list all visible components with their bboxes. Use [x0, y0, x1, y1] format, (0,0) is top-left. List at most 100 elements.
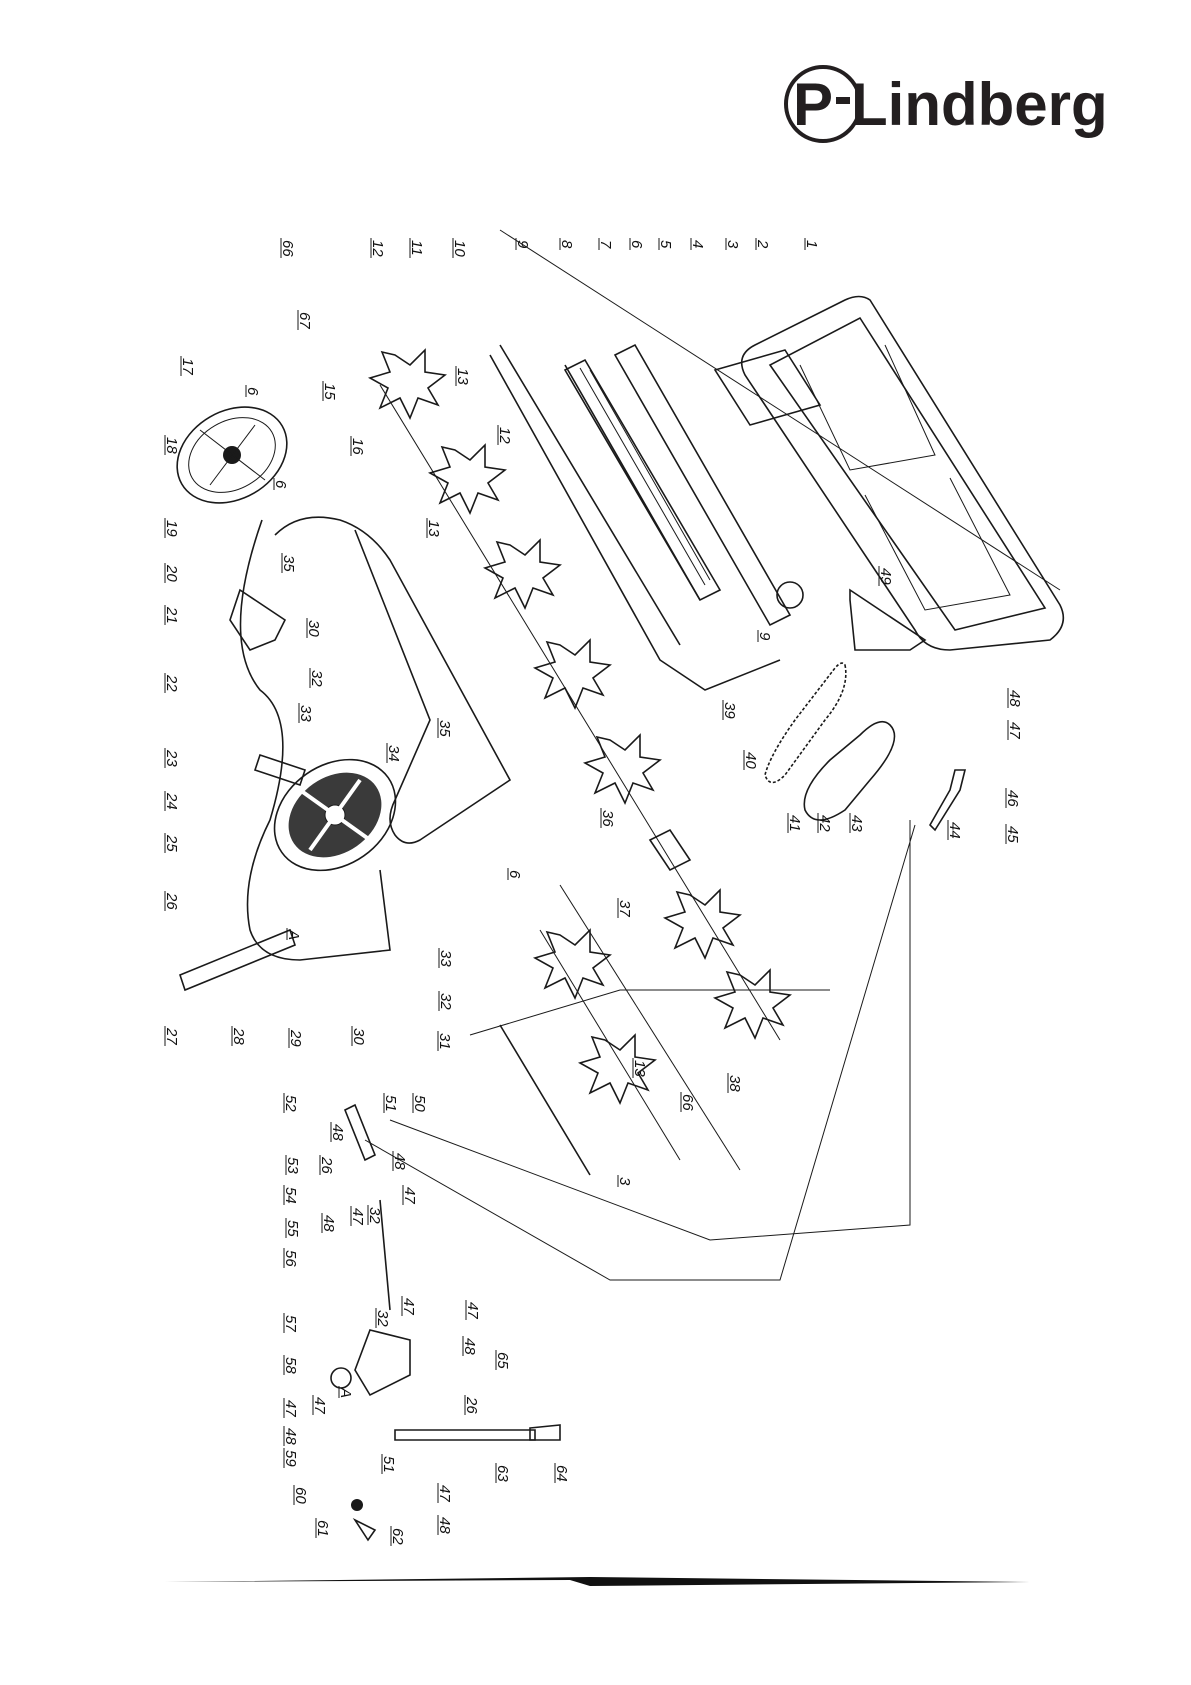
callout-label: 57 [282, 1315, 299, 1332]
callout-label: 27 [163, 1027, 180, 1045]
callout-label: 61 [314, 1520, 331, 1537]
rear-plate [850, 590, 925, 650]
callout-label: 7 [597, 240, 614, 249]
callout-label: 45 [1004, 826, 1021, 843]
callout-label: 13 [454, 368, 471, 385]
leader-lines [365, 230, 1060, 1280]
part-callouts: 1234567891011126667151316121317618619203… [163, 238, 1023, 1546]
callout-label: 3 [724, 240, 741, 249]
callout-label: 47 [464, 1302, 481, 1319]
callout-label: 34 [385, 745, 402, 762]
callout-label: 47 [400, 1298, 417, 1315]
callout-label: 58 [282, 1357, 299, 1374]
callout-label: 47 [436, 1485, 453, 1502]
callout-label: 23 [163, 749, 180, 767]
callout-label: 26 [163, 892, 180, 910]
callout-label: 55 [284, 1220, 301, 1237]
callout-label: 6 [272, 480, 289, 489]
callout-label: 51 [382, 1095, 399, 1112]
callout-label: 4 [689, 240, 706, 248]
callout-label: 64 [553, 1465, 570, 1482]
callout-label: 17 [179, 358, 196, 375]
callout-label: 42 [816, 815, 833, 832]
callout-label: 66 [279, 240, 296, 257]
callout-label: 1 [803, 240, 820, 248]
callout-label: 48 [461, 1338, 478, 1355]
callout-label: 47 [282, 1400, 299, 1417]
brand-logo: P Lindberg [786, 67, 1108, 141]
callout-label: 5 [657, 240, 674, 249]
callout-label: 13 [631, 1060, 648, 1077]
callout-label: 67 [296, 312, 313, 329]
lever-assembly [331, 1105, 560, 1540]
callout-label: 39 [721, 702, 738, 719]
callout-label: 44 [946, 822, 963, 839]
callout-label: 20 [163, 564, 180, 582]
callout-label: 8 [558, 240, 575, 249]
callout-label: 21 [163, 606, 180, 624]
callout-label: 53 [284, 1157, 301, 1174]
callout-label: 30 [350, 1028, 367, 1045]
wheel-18 [160, 388, 304, 522]
callout-label: 60 [292, 1487, 309, 1504]
callout-label: 47 [401, 1187, 418, 1204]
callout-label: 32 [374, 1310, 391, 1327]
callout-label: 47 [1006, 722, 1023, 739]
callout-label: 29 [287, 1029, 304, 1047]
footer-rule [165, 1577, 1030, 1586]
callout-label: 10 [451, 240, 468, 257]
callout-label: 32 [437, 993, 454, 1010]
callout-label: 41 [786, 815, 803, 832]
callout-label: 38 [726, 1075, 743, 1092]
callout-label: 47 [349, 1208, 366, 1225]
callout-label: 65 [494, 1352, 511, 1369]
callout-label: 33 [437, 950, 454, 967]
callout-label: 62 [389, 1528, 406, 1545]
callout-label: 48 [329, 1124, 346, 1141]
callout-label: 31 [436, 1033, 453, 1050]
callout-label: 13 [425, 520, 442, 537]
callout-label: 56 [282, 1250, 299, 1267]
callout-label: 6 [628, 240, 645, 249]
callout-label: 12 [496, 427, 513, 444]
callout-label: 48 [320, 1215, 337, 1232]
callout-label: 12 [369, 240, 386, 257]
callout-label: 3 [616, 1177, 633, 1186]
callout-label: 6 [506, 870, 523, 879]
callout-label: 24 [163, 792, 180, 810]
callout-label: 35 [280, 555, 297, 572]
brand-name: Lindberg [851, 71, 1108, 138]
plate-28 [180, 930, 295, 990]
callout-label: 37 [616, 900, 633, 917]
callout-label: A [285, 929, 302, 940]
callout-label: 9 [514, 240, 531, 249]
callout-label: 15 [321, 383, 338, 400]
callout-label: 18 [163, 437, 180, 454]
callout-label: 32 [366, 1207, 383, 1224]
callout-label: 63 [494, 1465, 511, 1482]
callout-label: 54 [282, 1187, 299, 1204]
callout-label: 35 [436, 720, 453, 737]
callout-label: 40 [742, 752, 759, 769]
callout-label: 25 [163, 834, 180, 852]
callout-label: 22 [163, 674, 180, 692]
callout-label: 66 [679, 1094, 696, 1111]
callout-label: 32 [308, 670, 325, 687]
callout-label: 11 [408, 240, 425, 256]
callout-label: 9 [756, 632, 773, 641]
callout-label: 33 [297, 705, 314, 722]
callout-label: 19 [163, 520, 180, 537]
callout-label: 16 [349, 438, 366, 455]
callout-label: 48 [1006, 690, 1023, 707]
callout-label: 48 [391, 1153, 408, 1170]
callout-label: 30 [305, 620, 322, 637]
callout-label: 48 [282, 1428, 299, 1445]
callout-label: 26 [318, 1156, 335, 1174]
brand-prefix: P [793, 71, 833, 138]
frame-handle [715, 297, 1063, 651]
callout-label: 48 [436, 1517, 453, 1534]
callout-label: 43 [848, 815, 865, 832]
callout-label: 26 [463, 1396, 480, 1414]
callout-label: 46 [1004, 790, 1021, 807]
